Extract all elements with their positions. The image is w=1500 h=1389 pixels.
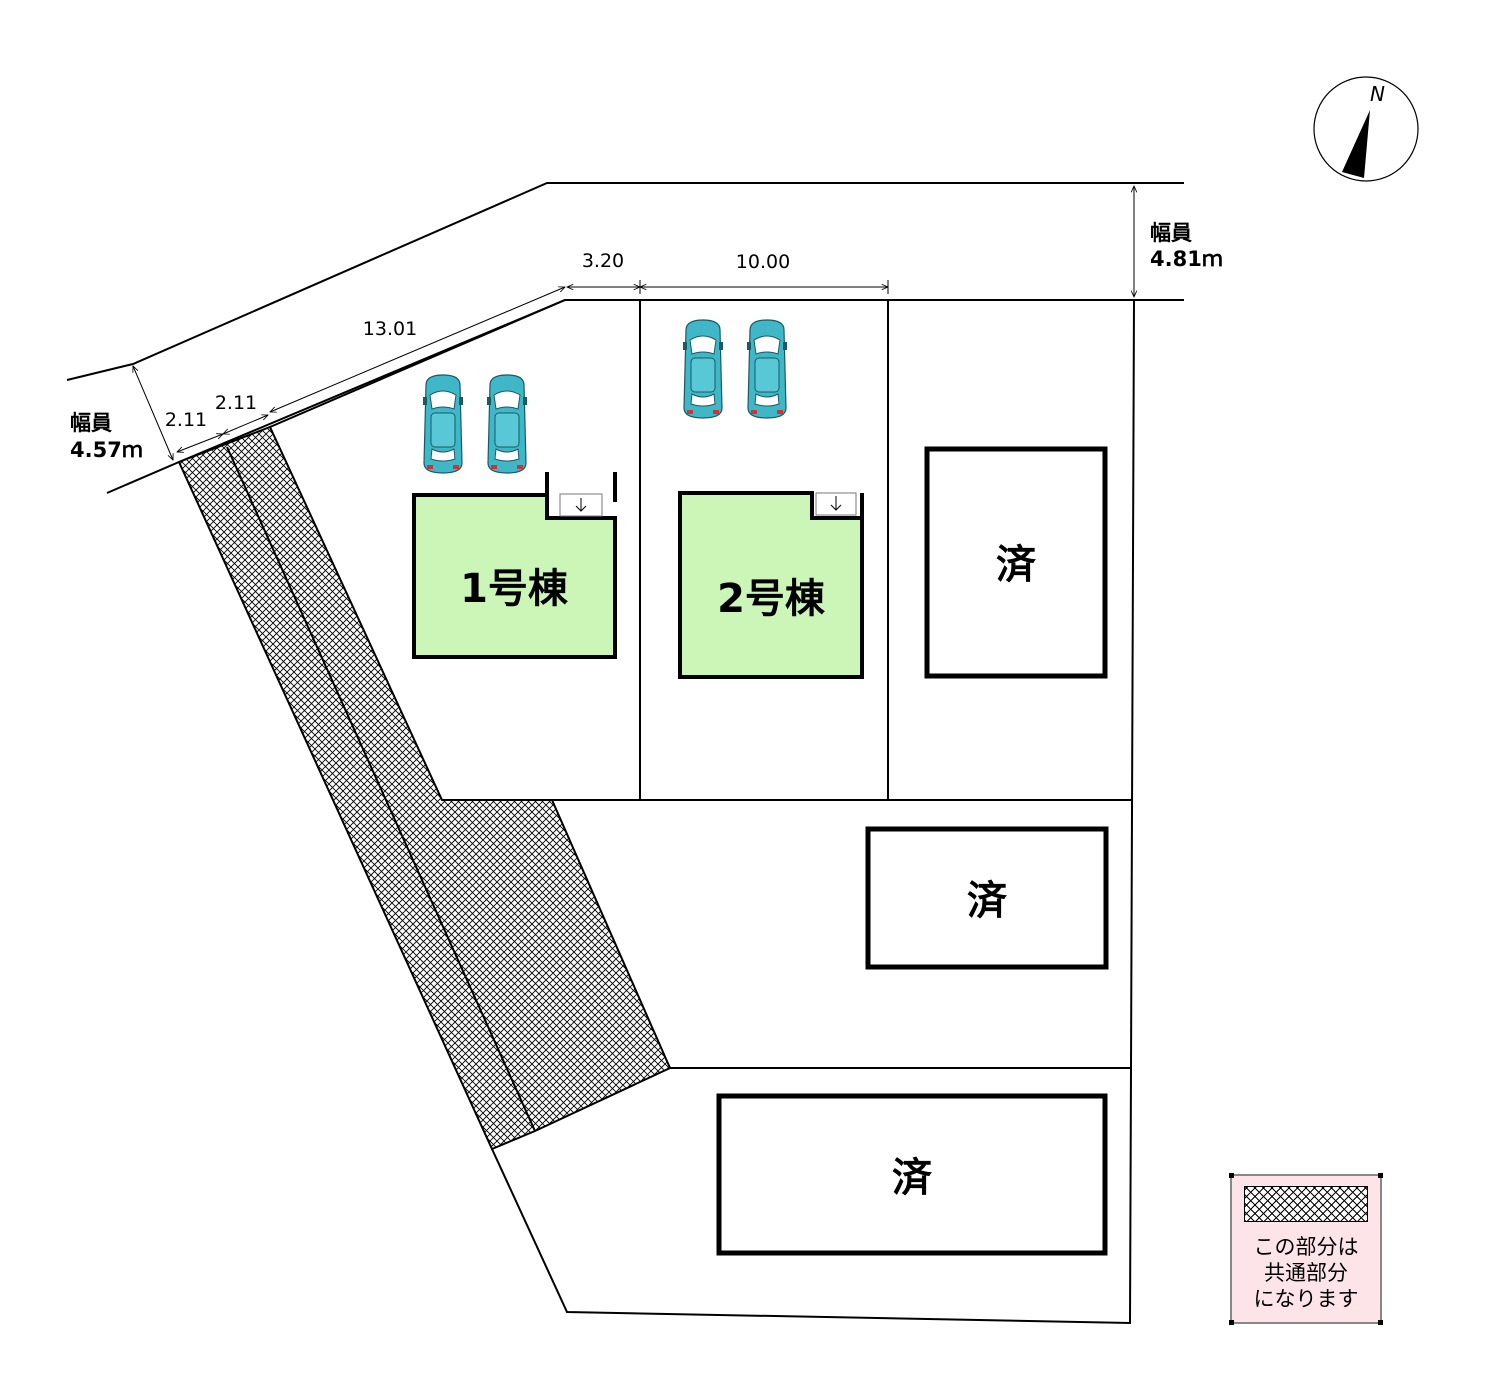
- house-lot2-label: 2号棟: [717, 576, 826, 622]
- dimension-lines: [133, 186, 1134, 460]
- road-width-west-value: 4.57ｍ: [70, 438, 143, 462]
- dim-1000-label: 10.00: [736, 251, 790, 273]
- dim-1301-line: [270, 287, 565, 412]
- dim-211-a-label: 2.11: [165, 409, 207, 431]
- car-icon: [746, 319, 788, 419]
- house-lot1: 1号棟: [412, 472, 617, 659]
- road-width-west: 幅員 4.57ｍ: [70, 411, 143, 462]
- sold-lot-c-outline: [716, 1093, 1108, 1256]
- sold-lot-b-label: 済: [967, 878, 1008, 924]
- sold-lot-b-outline: [865, 826, 1109, 970]
- sold-lot-a: 済: [924, 446, 1108, 679]
- legend-corner: [1378, 1173, 1383, 1178]
- dim-1301-label: 13.01: [363, 318, 417, 340]
- road-outer-edge: [66, 182, 1184, 381]
- legend-text: この部分は 共通部分 になります: [1253, 1235, 1359, 1311]
- legend-corner: [1378, 1320, 1383, 1325]
- dim-211-b-line: [223, 415, 268, 434]
- common-area-divider: [226, 446, 536, 1132]
- dim-320-label: 3.20: [582, 250, 624, 272]
- car-icon: [486, 374, 528, 474]
- road-width-north-value: 4.81ｍ: [1150, 247, 1223, 271]
- sold-lot-c: 済: [716, 1093, 1108, 1256]
- north-label: N: [1370, 82, 1385, 106]
- car-icon: [422, 374, 464, 474]
- sold-lot-b: 済: [865, 826, 1109, 970]
- legend-box: この部分は 共通部分 になります: [1229, 1173, 1383, 1325]
- entrance-arrow-icon: [575, 498, 587, 512]
- house-lot2: 2号棟: [678, 491, 864, 679]
- legend-hatch-swatch: [1244, 1186, 1368, 1222]
- entrance-arrow-icon: [830, 496, 842, 511]
- car-icon: [682, 319, 724, 419]
- dim-211-b-label: 2.11: [215, 392, 257, 414]
- dim-211-a-line: [177, 434, 223, 452]
- road-width-north-label: 幅員: [1150, 221, 1192, 245]
- house-lot1-label: 1号棟: [460, 566, 569, 612]
- sold-lot-a-outline: [924, 446, 1108, 679]
- road-width-west-line: [133, 366, 173, 460]
- sold-lot-a-label: 済: [996, 542, 1037, 588]
- road-width-west-label: 幅員: [70, 411, 112, 435]
- road-width-north: 幅員 4.81ｍ: [1150, 221, 1223, 271]
- common-area: [177, 425, 672, 1151]
- legend-corner: [1229, 1173, 1234, 1178]
- compass: N: [1313, 76, 1419, 182]
- legend-corner: [1229, 1320, 1234, 1325]
- north-arrow-icon: [1342, 110, 1370, 178]
- sold-lot-c-label: 済: [892, 1155, 933, 1201]
